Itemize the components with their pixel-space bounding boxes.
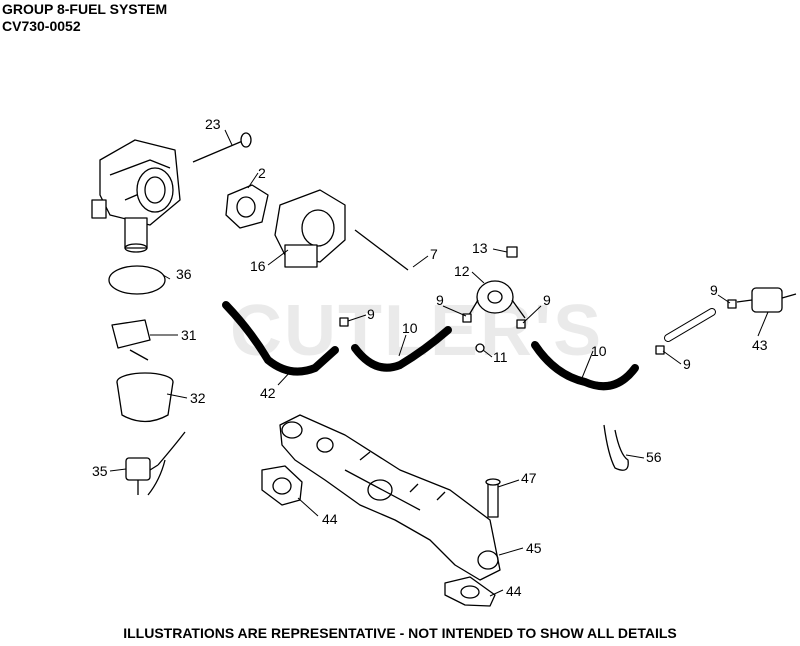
part-label-44-upper: 44 (322, 511, 338, 527)
part-label-13: 13 (472, 240, 488, 256)
part-label-44-lower: 44 (506, 583, 522, 599)
tie-strap-part (603, 424, 629, 471)
intake-gasket-part (261, 465, 303, 506)
part-label-11: 11 (493, 349, 508, 365)
clip-part (506, 246, 518, 258)
part-label-31: 31 (181, 327, 197, 343)
stud-part (485, 478, 501, 518)
fuel-line-part (531, 341, 639, 391)
page-title: GROUP 8-FUEL SYSTEM (2, 1, 168, 17)
shaft-part (192, 132, 252, 163)
gasket-ring-part (108, 265, 166, 295)
part-label-35: 35 (92, 463, 108, 479)
rod-part (354, 229, 409, 271)
part-label-9-filter: 9 (710, 282, 718, 298)
model-number: CV730-0052 (2, 18, 81, 34)
part-label-56: 56 (646, 449, 662, 465)
bracket-part (111, 319, 151, 361)
part-label-42: 42 (260, 385, 276, 401)
intake-gasket-part (444, 576, 496, 607)
part-label-9-pump: 9 (436, 292, 444, 308)
hose-clamp-part (339, 299, 737, 355)
disclaimer-footer: ILLUSTRATIONS ARE REPRESENTATIVE - NOT I… (123, 625, 677, 641)
fuel-pump-part (465, 280, 526, 321)
part-label-9-lower: 9 (683, 356, 691, 372)
fuel-line-part (351, 326, 452, 372)
part-label-47: 47 (521, 470, 537, 486)
part-label-10-left: 10 (402, 320, 418, 336)
part-label-23: 23 (205, 116, 221, 132)
fuel-bowl-part (116, 372, 174, 423)
solenoid-part (125, 431, 186, 496)
part-label-36: 36 (176, 266, 192, 282)
fuel-filter-part (736, 287, 797, 313)
part-label-9-left: 9 (367, 306, 375, 322)
carburetor-part (274, 189, 346, 268)
carburetor-assembly-part (91, 139, 181, 253)
fuel-line-part (664, 308, 716, 342)
part-label-45: 45 (526, 540, 542, 556)
part-label-16: 16 (250, 258, 266, 274)
leader-lines (109, 129, 769, 597)
part-label-12: 12 (454, 263, 470, 279)
part-label-9-right: 9 (543, 292, 551, 308)
part-label-7: 7 (430, 246, 438, 262)
intake-manifold-part (279, 414, 501, 581)
part-label-32: 32 (190, 390, 206, 406)
part-label-2: 2 (258, 165, 266, 181)
gasket-part (225, 184, 269, 229)
fuel-hose-part (222, 301, 339, 376)
part-label-10-right: 10 (591, 343, 607, 359)
part-label-43: 43 (752, 337, 768, 353)
